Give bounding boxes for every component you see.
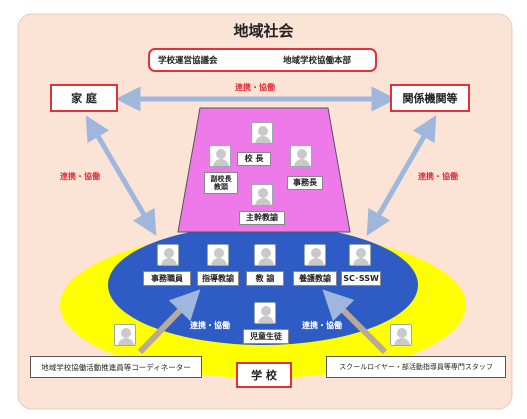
coordinator-arrow — [137, 289, 201, 355]
collab-label-top: 連携・協働 — [235, 83, 275, 92]
collab-hq-label: 地域学校協働本部 — [283, 56, 352, 66]
person-icon — [390, 324, 412, 346]
office-chief-card: 事務長 — [287, 176, 323, 190]
guidance-teacher-card: 指導教諭 — [197, 271, 239, 286]
agencies-box: 関係機関等 — [390, 84, 470, 112]
person-icon — [304, 244, 326, 266]
principal-card: 校 長 — [237, 152, 271, 166]
person-icon — [254, 302, 276, 324]
person-icon — [207, 244, 229, 266]
person-icon — [251, 184, 273, 206]
person-icon — [209, 145, 231, 167]
family-box: 家 庭 — [50, 84, 118, 112]
council-box — [148, 48, 377, 72]
collab-label-inner-left: 連携・協働 — [190, 321, 230, 330]
vice-principal-card: 副校長 教頭 — [204, 172, 238, 194]
collab-label-left: 連携・協働 — [60, 172, 100, 181]
students-card: 児童生徒 — [243, 329, 289, 344]
agencies-school-arrow — [366, 115, 437, 236]
person-icon — [290, 145, 312, 167]
person-icon — [157, 244, 179, 266]
person-icon — [251, 122, 273, 144]
nurse-teacher-card: 養護教諭 — [293, 271, 337, 286]
clerk-card: 事務職員 — [143, 271, 191, 286]
teacher-card: 教 諭 — [246, 271, 284, 286]
person-icon — [349, 244, 371, 266]
community-title: 地域社会 — [233, 22, 294, 40]
person-icon — [254, 244, 276, 266]
school-box: 学 校 — [236, 362, 292, 388]
sc-ssw-card: SC･SSW — [341, 271, 381, 286]
chief-teacher-card: 主幹教諭 — [239, 211, 285, 225]
specialists-box: スクールロイヤー・部活動指導員等専門スタッフ — [326, 356, 506, 378]
family-school-arrow — [85, 115, 157, 236]
school-council-label: 学校運営協議会 — [158, 56, 218, 66]
specialist-arrow — [322, 289, 388, 355]
collab-label-inner-right: 連携・協働 — [302, 321, 342, 330]
coordinator-box: 地域学校協働活動推進員等コーディネーター — [30, 356, 202, 378]
person-icon — [114, 324, 136, 346]
collab-label-right: 連携・協働 — [418, 172, 458, 181]
